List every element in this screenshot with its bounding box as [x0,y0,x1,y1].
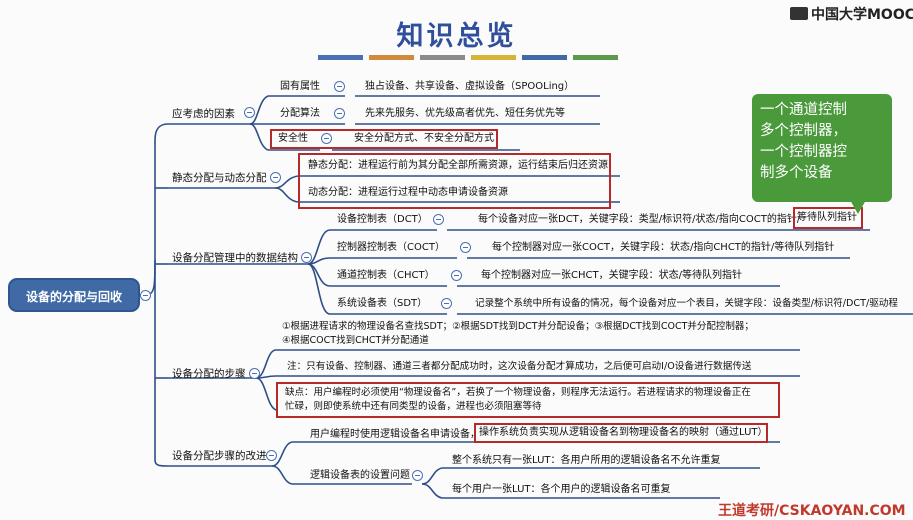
factor-desc: 安全分配方式、不安全分配方式 [354,133,494,144]
bubble-line: 一个通道控制 [760,102,847,118]
stripe [573,55,618,60]
mooc-logo: 中国大学MOOC [790,4,913,24]
mooc-logo-text: 中国大学MOOC [811,7,913,23]
dynamic-allocation-text: 动态分配：进程运行过程中动态申请设备资源 [308,187,508,198]
stripe [318,55,363,60]
static-allocation-text: 静态分配：进程运行前为其分配全部所需资源，运行结束后归还资源 [308,160,608,171]
stripe [522,55,567,60]
ds-desc: 每个设备对应一张DCT，关键字段：类型/标识符/状态/指向COCT的指针/ [478,214,801,225]
callout-tail [850,200,866,214]
highlight-box [270,129,498,149]
collapse-icon[interactable] [451,270,462,281]
steps-text-line1: ①根据进程请求的物理设备名查找SDT；②根据SDT找到DCT并分配设备；③根据D… [282,321,754,332]
improvement-text-b: 操作系统负责实现从逻辑设备名到物理设备名的映射（通过LUT） [479,427,768,438]
collapse-icon[interactable] [433,214,444,225]
bubble-line: 多个控制器， [760,123,847,139]
collapse-icon[interactable] [334,81,345,92]
category-factors[interactable]: 应考虑的因素 [172,108,235,120]
category-static-dynamic[interactable]: 静态分配与动态分配 [172,172,267,184]
category-allocation-steps[interactable]: 设备分配的步骤 [172,368,246,380]
lut-setting-label[interactable]: 逻辑设备表的设置问题 [310,470,410,481]
highlight-box [793,207,863,229]
collapse-factors-icon[interactable] [244,107,255,118]
ds-desc-highlight: 等待队列指针 [797,212,857,223]
collapse-lut-icon[interactable] [412,470,423,481]
collapse-icon[interactable] [334,108,345,119]
collapse-static-dynamic-icon[interactable] [270,172,281,183]
stripe [420,55,465,60]
mooc-logo-icon [790,7,808,20]
page-title: 知识总览 [396,21,517,52]
stripe [369,55,414,60]
drawback-text-line1: 缺点：用户编程时必须使用“物理设备名”，若换了一个物理设备，则程序无法运行。若进… [285,387,751,398]
watermark: 王道考研/CSKAOYAN.COM [718,503,906,519]
category-data-structures[interactable]: 设备分配管理中的数据结构 [172,252,298,264]
bubble-line: 一个控制器控 [760,144,847,160]
factor-name[interactable]: 固有属性 [280,81,320,92]
factor-desc: 独占设备、共享设备、虚拟设备（SPOOLing） [365,81,575,92]
ds-name[interactable]: 通道控制表（CHCT） [337,270,435,281]
drawback-text-line2: 忙碌，则即使系统中还有同类型的设备，进程也必须阻塞等待 [285,401,542,412]
ds-desc: 记录整个系统中所有设备的情况，每个设备对应一个表目，关键字段：设备类型/标识符/… [475,298,898,309]
collapse-allocation-steps-icon[interactable] [249,368,260,379]
highlight-box [474,423,768,443]
category-improvement[interactable]: 设备分配步骤的改进 [172,450,267,462]
stripe [471,55,516,60]
collapse-icon[interactable] [441,298,452,309]
ds-desc: 每个控制器对应一张COCT，关键字段：状态/指向CHCT的指针/等待队列指针 [492,242,835,253]
highlight-box [276,382,780,418]
factor-desc: 先来先服务、优先级高者优先、短任务优先等 [365,108,565,119]
bubble-line: 制多个设备 [760,165,833,181]
lut-option: 每个用户一张LUT：各个用户的逻辑设备名可重复 [452,484,671,495]
root-node[interactable]: 设备的分配与回收 [8,278,140,312]
ds-name[interactable]: 控制器控制表（COCT） [337,242,445,253]
collapse-data-structures-icon[interactable] [301,252,312,263]
ds-desc: 每个控制器对应一张CHCT，关键字段：状态/等待队列指针 [481,270,742,281]
collapse-improvement-icon[interactable] [266,450,277,461]
collapse-root-icon[interactable] [140,290,151,301]
factor-name[interactable]: 安全性 [278,133,308,144]
ds-name[interactable]: 系统设备表（SDT） [337,298,428,309]
steps-text-line2: ④根据COCT找到CHCT并分配通道 [282,335,429,346]
callout-bubble: 一个通道控制 多个控制器， 一个控制器控 制多个设备 [752,94,892,202]
collapse-icon[interactable] [321,133,332,144]
factor-name[interactable]: 分配算法 [280,108,320,119]
highlight-box [298,153,611,209]
collapse-icon[interactable] [460,242,471,253]
improvement-text-a: 用户编程时使用逻辑设备名申请设备， [310,429,480,440]
lut-option: 整个系统只有一张LUT：各用户所用的逻辑设备名不允许重复 [452,455,721,466]
steps-note-text: 注：只有设备、控制器、通道三者都分配成功时，这次设备分配才算成功，之后便可启动I… [287,361,752,372]
title-underline-stripes [318,55,618,60]
ds-name[interactable]: 设备控制表（DCT） [337,214,428,225]
